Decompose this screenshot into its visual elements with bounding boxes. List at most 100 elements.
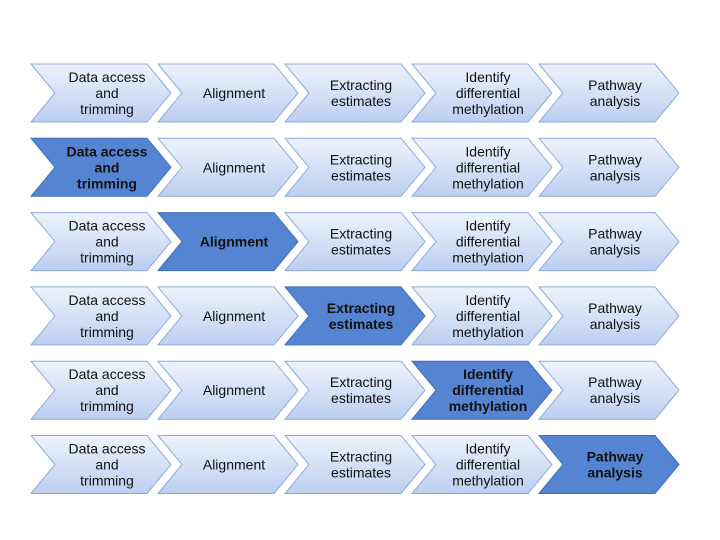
- chevron-label: analysis: [590, 93, 641, 109]
- chevron-label: Extracting: [330, 374, 392, 390]
- chevron-label: differential: [456, 457, 520, 473]
- chevron-label: and: [95, 382, 118, 398]
- chevron-label: Alignment: [203, 308, 265, 324]
- chevron-label: methylation: [452, 473, 524, 489]
- chevron-label: methylation: [452, 324, 524, 340]
- chevron-label: analysis: [590, 316, 641, 332]
- chevron-label: differential: [452, 382, 524, 398]
- chevron-label: Alignment: [203, 85, 265, 101]
- chevron-step-5: [537, 137, 680, 197]
- chevron-label: trimming: [80, 101, 134, 117]
- chevron-label: Data access: [68, 366, 145, 382]
- chevron-label: differential: [456, 85, 520, 101]
- chevron-step-5: [537, 212, 680, 272]
- chevron-step-3: [283, 212, 426, 272]
- chevron-label: Pathway: [588, 226, 642, 242]
- chevron-label: Identify: [465, 441, 510, 457]
- chevron-label: methylation: [449, 398, 528, 414]
- chevron-label: methylation: [452, 175, 524, 191]
- chevron-label: Extracting: [330, 449, 392, 465]
- chevron-label: differential: [456, 234, 520, 250]
- chevron-label: Data access: [68, 441, 145, 457]
- chevron-label: Identify: [465, 69, 510, 85]
- chevron-label: differential: [456, 159, 520, 175]
- chevron-label: and: [95, 85, 118, 101]
- chevron-label: analysis: [590, 167, 641, 183]
- chevron-label: Extracting: [330, 226, 392, 242]
- chevron-step-4: [410, 63, 553, 123]
- chevron-label: Alignment: [200, 234, 269, 250]
- chevron-label: Extracting: [327, 300, 395, 316]
- chevron-label: Identify: [465, 218, 510, 234]
- chevron-label: and: [95, 457, 118, 473]
- chevron-step-5-highlighted: [537, 435, 680, 494]
- chevron-step-5: [537, 286, 680, 346]
- chevron-label: Data access: [68, 69, 145, 85]
- chevron-step-4-highlighted: [410, 360, 553, 420]
- chevron-step-1: [29, 360, 172, 420]
- chevron-label: trimming: [80, 398, 134, 414]
- chevron-label: estimates: [331, 93, 391, 109]
- chevron-label: estimates: [331, 465, 391, 481]
- chevron-label: estimates: [329, 316, 394, 332]
- chevron-label: Extracting: [330, 77, 392, 93]
- chevron-label: estimates: [331, 242, 391, 258]
- chevron-step-2-highlighted: [156, 212, 299, 272]
- chevron-step-2: [156, 137, 299, 197]
- chevron-label: Data access: [67, 143, 148, 159]
- chevron-label: trimming: [80, 324, 134, 340]
- chevron-label: Pathway: [588, 77, 642, 93]
- chevron-label: Extracting: [330, 151, 392, 167]
- chevron-label: Identify: [465, 292, 510, 308]
- chevron-step-4: [410, 435, 553, 494]
- chevron-step-5: [537, 63, 680, 123]
- chevron-label: estimates: [331, 167, 391, 183]
- chevron-step-1: [29, 435, 172, 494]
- chevron-step-2: [156, 435, 299, 494]
- chevron-label: Identify: [465, 143, 510, 159]
- chevron-label: differential: [456, 308, 520, 324]
- chevron-label: Pathway: [588, 374, 642, 390]
- chevron-step-3: [283, 360, 426, 420]
- chevron-label: Pathway: [588, 151, 642, 167]
- chevron-step-3-highlighted: [283, 286, 426, 346]
- chevron-step-3: [283, 63, 426, 123]
- chevron-step-2: [156, 63, 299, 123]
- chevron-label: and: [95, 159, 120, 175]
- chevron-label: Alignment: [203, 159, 265, 175]
- chevron-step-4: [410, 212, 553, 272]
- chevron-step-2: [156, 286, 299, 346]
- chevron-step-4: [410, 137, 553, 197]
- chevron-label: and: [95, 234, 118, 250]
- chevron-step-2: [156, 360, 299, 420]
- chevron-label: Pathway: [588, 300, 642, 316]
- chevron-step-4: [410, 286, 553, 346]
- chevron-label: and: [95, 308, 118, 324]
- chevron-label: analysis: [590, 390, 641, 406]
- chevron-label: trimming: [80, 250, 134, 266]
- chevron-label: trimming: [80, 473, 134, 489]
- chevron-step-1: [29, 63, 172, 123]
- chevron-step-1: [29, 286, 172, 346]
- chevron-step-1: [29, 212, 172, 272]
- chevron-label: methylation: [452, 250, 524, 266]
- chevron-label: Alignment: [203, 457, 265, 473]
- chevron-label: methylation: [452, 101, 524, 117]
- chevron-label: Pathway: [587, 449, 644, 465]
- chevron-step-3: [283, 137, 426, 197]
- chevron-step-1-highlighted: [29, 137, 172, 197]
- chevron-label: estimates: [331, 390, 391, 406]
- chevron-label: analysis: [590, 242, 641, 258]
- chevron-label: analysis: [587, 465, 642, 481]
- chevron-label: trimming: [77, 175, 137, 191]
- chevron-label: Data access: [68, 292, 145, 308]
- chevron-label: Data access: [68, 218, 145, 234]
